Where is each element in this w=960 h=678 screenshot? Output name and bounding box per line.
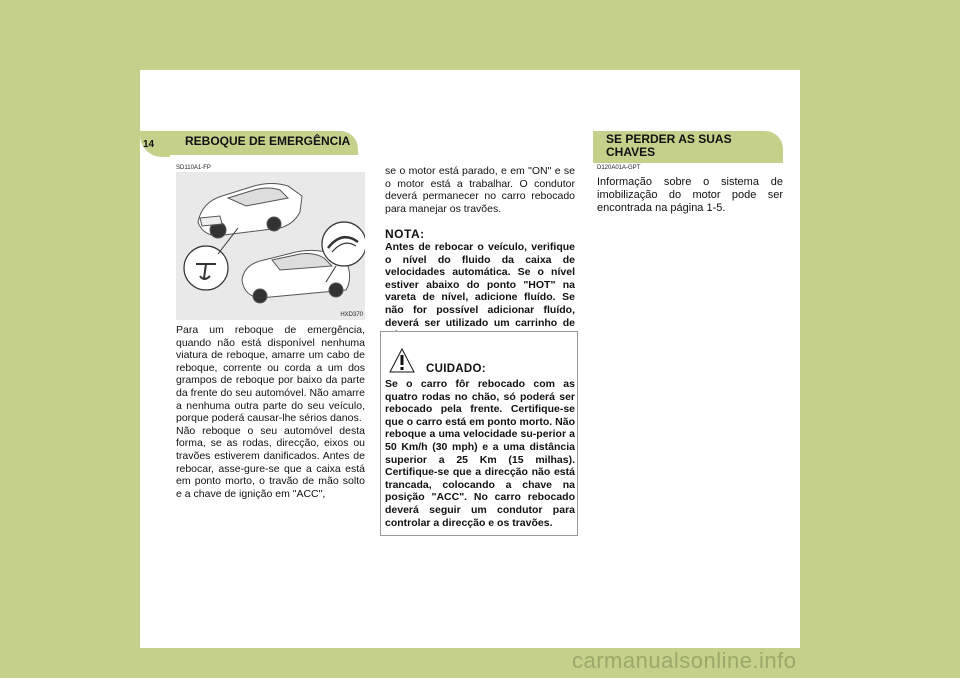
section-code-towing: SD110A1-FP bbox=[176, 165, 211, 171]
section-code-keys: D120A01A-GPT bbox=[597, 165, 641, 171]
caution-title: CUIDADO: bbox=[426, 363, 486, 375]
towing-continuation-text: se o motor está parado, e em "ON" e se o… bbox=[385, 165, 575, 215]
chapter-number: 3 bbox=[151, 108, 162, 129]
note-heading: NOTA: bbox=[385, 227, 425, 241]
heading-lost-keys: SE PERDER AS SUAS CHAVES bbox=[593, 131, 783, 163]
watermark: carmanualsonline.info bbox=[572, 648, 797, 673]
note-body: Antes de rebocar o veículo, verifique o … bbox=[385, 241, 575, 341]
caution-body: Se o carro fôr rebocado com as quatro ro… bbox=[385, 378, 575, 529]
figure-label: HXD370 bbox=[340, 312, 363, 318]
lost-keys-body-text: Informação sobre o sistema de imobilizaç… bbox=[597, 176, 783, 214]
heading-emergency-towing: REBOQUE DE EMERGÊNCIA bbox=[170, 131, 358, 155]
chapter-title: QUE FAZER NUMA EMERGÊNCIA bbox=[171, 113, 305, 122]
towing-body-text: Para um reboque de emergência, quando nã… bbox=[176, 324, 365, 500]
warning-exclamation-icon bbox=[389, 347, 415, 373]
towing-hook-illustration: HXD370 bbox=[176, 172, 367, 320]
top-band bbox=[0, 0, 960, 70]
page-number: 14 bbox=[143, 139, 155, 150]
car-illustration bbox=[183, 183, 367, 304]
caution-box bbox=[380, 331, 578, 536]
